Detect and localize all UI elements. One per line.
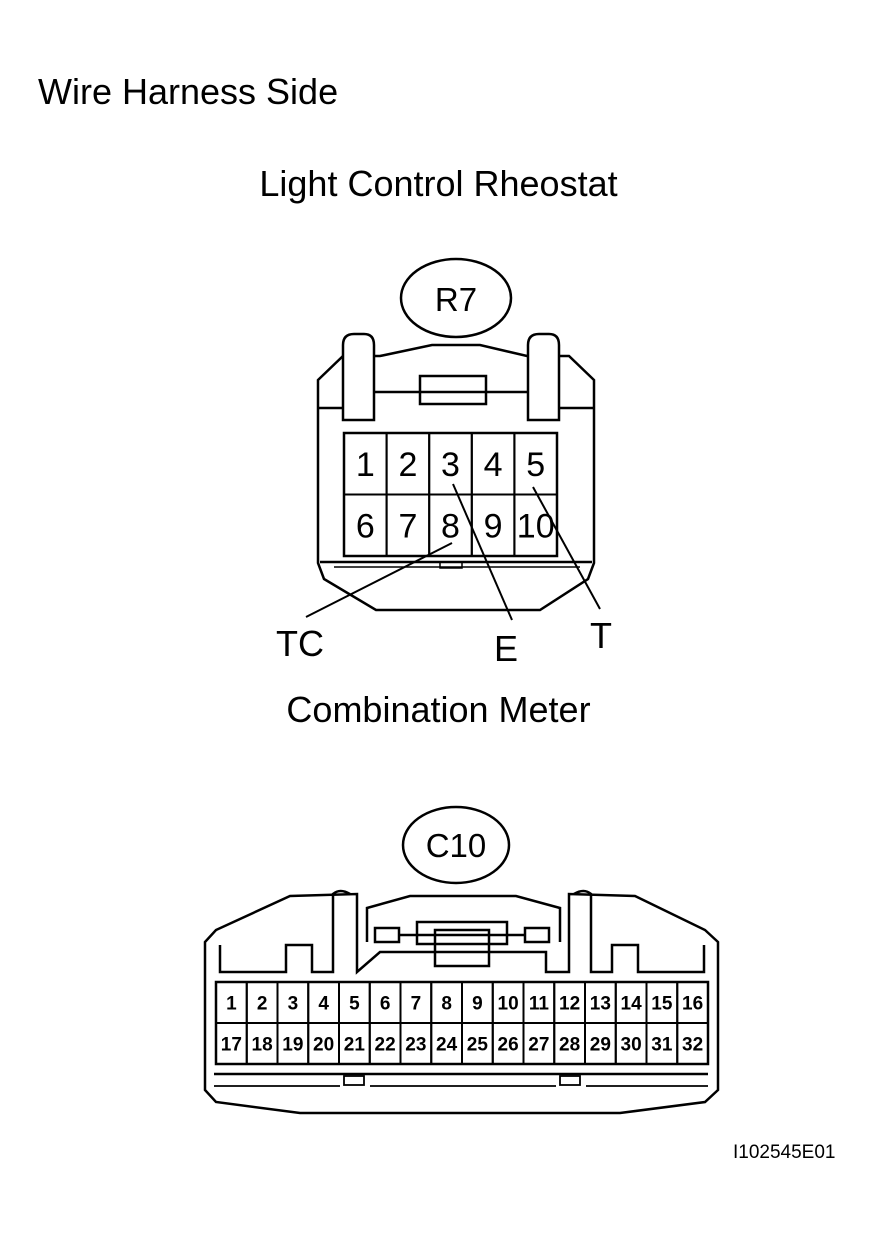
figure-code: I102545E01 [733,1142,836,1163]
c10-connector-name: Combination Meter [286,689,591,730]
c10-pin-label-24: 24 [436,1035,458,1056]
c10-pin-label-22: 22 [375,1035,396,1056]
c10-lock-tab [415,920,509,946]
c10-pin-label-13: 13 [590,994,611,1015]
c10-pin-label-25: 25 [467,1035,489,1056]
c10-pin-label-14: 14 [621,994,643,1015]
r7-right-latch [526,332,561,422]
c10-pin-label-8: 8 [441,994,452,1015]
c10-pin-label-32: 32 [682,1035,703,1056]
r7-pin-label-3: 3 [441,446,460,484]
r7-pin-label-4: 4 [484,446,503,484]
c10-pin-label-16: 16 [682,994,703,1015]
r7-callout-lines [305,483,601,621]
c10-lock-housing [365,894,562,942]
c10-pin-label-27: 27 [528,1035,549,1056]
r7-id-ellipse [399,257,513,339]
r7-pin-label-5: 5 [526,446,545,484]
c10-pin-label-17: 17 [221,1035,242,1056]
c10-lock-right-notch [523,926,551,944]
callout-e: E [494,628,518,669]
c10-lock-left-notch [373,926,401,944]
tc-leader-line [305,542,453,618]
c10-left-shoulder [218,889,351,974]
r7-pin-label-2: 2 [398,446,417,484]
c10-pin-label-28: 28 [559,1035,580,1056]
c10-right-shoulder [573,889,706,974]
c10-pin-label-30: 30 [621,1035,642,1056]
c10-pin-label-9: 9 [472,994,483,1015]
c10-bottom-key-left [343,1075,365,1086]
r7-pin-label-8: 8 [441,507,460,545]
c10-pin-label-5: 5 [349,994,360,1015]
c10-pin-label-4: 4 [318,994,329,1015]
c10-pin-label-29: 29 [590,1035,611,1056]
c10-pin-label-3: 3 [288,994,299,1015]
c10-id: C10 [426,827,487,864]
c10-pin-label-19: 19 [282,1035,303,1056]
r7-pin-label-6: 6 [356,507,375,545]
c10-pin-label-18: 18 [252,1035,273,1056]
callout-t: T [590,615,612,656]
c10-bottom-key-right [559,1075,581,1086]
c10-pin-label-11: 11 [529,994,550,1015]
c10-pin-label-15: 15 [651,994,673,1015]
callout-tc: TC [276,623,324,664]
r7-pin-label-10: 10 [517,507,555,545]
r7-bottom-key [439,561,463,569]
c10-housing [203,892,720,1115]
r7-housing [316,343,596,612]
c10-pin-label-20: 20 [313,1035,334,1056]
page-title: Wire Harness Side [38,71,339,112]
r7-left-latch [341,332,376,422]
c10-pin-label-10: 10 [498,994,519,1015]
c10-id-ellipse [401,805,511,885]
r7-pin-cell-10 [513,493,559,557]
r7-lock-tab [418,374,488,406]
c10-pin-label-1: 1 [226,994,237,1015]
c10-pin-label-26: 26 [498,1035,519,1056]
r7-id: R7 [435,281,477,318]
c10-pin-label-7: 7 [411,994,422,1015]
r7-pin-label-9: 9 [484,507,503,545]
c10-pin-cell-32 [676,1022,709,1065]
c10-pin-label-2: 2 [257,994,268,1015]
r7-pin-label-7: 7 [398,507,417,545]
c10-pin-label-21: 21 [344,1035,366,1056]
c10-pin-label-23: 23 [405,1035,426,1056]
c10-pin-label-6: 6 [380,994,391,1015]
c10-pin-label-12: 12 [559,994,580,1015]
t-leader-line [532,486,601,610]
c10-lock-button [433,928,491,968]
e-leader-line [452,483,513,621]
r7-connector-name: Light Control Rheostat [259,163,618,204]
r7-pin-label-1: 1 [356,446,375,484]
c10-pin-label-31: 31 [651,1035,673,1056]
